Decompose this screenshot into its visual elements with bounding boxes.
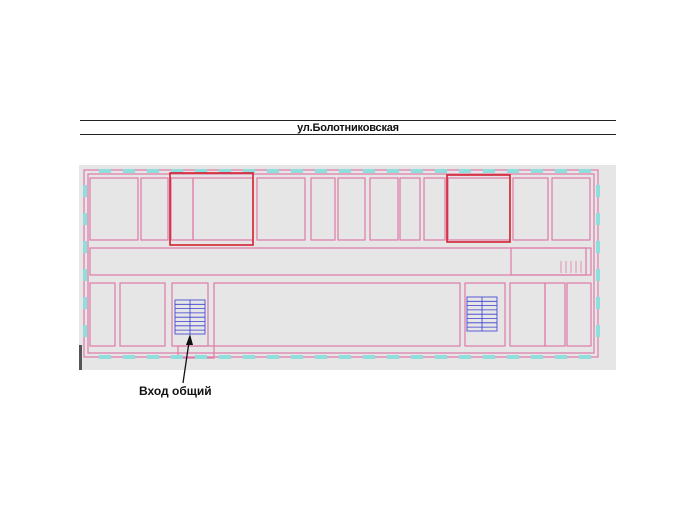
- window: [596, 269, 600, 281]
- window: [363, 355, 375, 359]
- window: [507, 355, 519, 359]
- window: [579, 355, 591, 359]
- room[interactable]: [566, 282, 592, 347]
- window: [435, 169, 447, 173]
- window: [171, 169, 183, 173]
- window: [243, 169, 255, 173]
- window: [596, 325, 600, 337]
- room[interactable]: [119, 282, 166, 347]
- window: [483, 355, 495, 359]
- window: [99, 169, 111, 173]
- window: [579, 169, 591, 173]
- highlighted-room-right[interactable]: [446, 174, 511, 243]
- room[interactable]: [464, 282, 506, 347]
- room[interactable]: [337, 177, 366, 241]
- window: [483, 169, 495, 173]
- window: [219, 169, 231, 173]
- window: [195, 355, 207, 359]
- room[interactable]: [369, 177, 399, 241]
- room[interactable]: [551, 177, 591, 241]
- window: [147, 169, 159, 173]
- room[interactable]: [140, 177, 169, 241]
- room[interactable]: [399, 177, 421, 241]
- window: [267, 169, 279, 173]
- window: [291, 355, 303, 359]
- window: [387, 355, 399, 359]
- window: [363, 169, 375, 173]
- window: [315, 355, 327, 359]
- street-label: ул.Болотниковская: [297, 122, 399, 134]
- window: [267, 355, 279, 359]
- room[interactable]: [89, 177, 139, 241]
- room[interactable]: [256, 177, 306, 241]
- arrow-head-icon: [186, 334, 193, 345]
- window: [596, 241, 600, 253]
- window: [315, 169, 327, 173]
- window: [83, 325, 87, 337]
- entrance-label: Вход общий: [139, 384, 212, 398]
- floor-plan: [79, 165, 616, 370]
- window: [459, 169, 471, 173]
- stair-hall[interactable]: [510, 247, 592, 276]
- window: [147, 355, 159, 359]
- window: [555, 169, 567, 173]
- window: [435, 355, 447, 359]
- window: [83, 185, 87, 197]
- window: [123, 355, 135, 359]
- window: [123, 169, 135, 173]
- room[interactable]: [544, 282, 566, 347]
- room[interactable]: [310, 177, 336, 241]
- room[interactable]: [512, 177, 549, 241]
- window: [531, 169, 543, 173]
- highlighted-room-left[interactable]: [169, 172, 254, 246]
- window: [339, 169, 351, 173]
- plan-edge-mark: [79, 345, 82, 370]
- room[interactable]: [423, 177, 446, 241]
- window: [83, 297, 87, 309]
- street-line-top: [80, 120, 616, 121]
- window: [459, 355, 471, 359]
- window: [596, 213, 600, 225]
- window: [83, 213, 87, 225]
- window: [99, 355, 111, 359]
- window: [507, 169, 519, 173]
- window: [171, 355, 183, 359]
- window: [555, 355, 567, 359]
- window: [243, 355, 255, 359]
- window: [411, 355, 423, 359]
- street-line-bottom: [80, 134, 616, 135]
- room[interactable]: [89, 282, 116, 347]
- window: [195, 169, 207, 173]
- room[interactable]: [213, 282, 461, 347]
- window: [219, 355, 231, 359]
- window: [387, 169, 399, 173]
- window: [596, 297, 600, 309]
- inner-wall: [87, 173, 595, 354]
- window: [531, 355, 543, 359]
- window: [83, 241, 87, 253]
- window: [411, 169, 423, 173]
- window: [291, 169, 303, 173]
- window: [596, 185, 600, 197]
- window: [339, 355, 351, 359]
- window: [83, 269, 87, 281]
